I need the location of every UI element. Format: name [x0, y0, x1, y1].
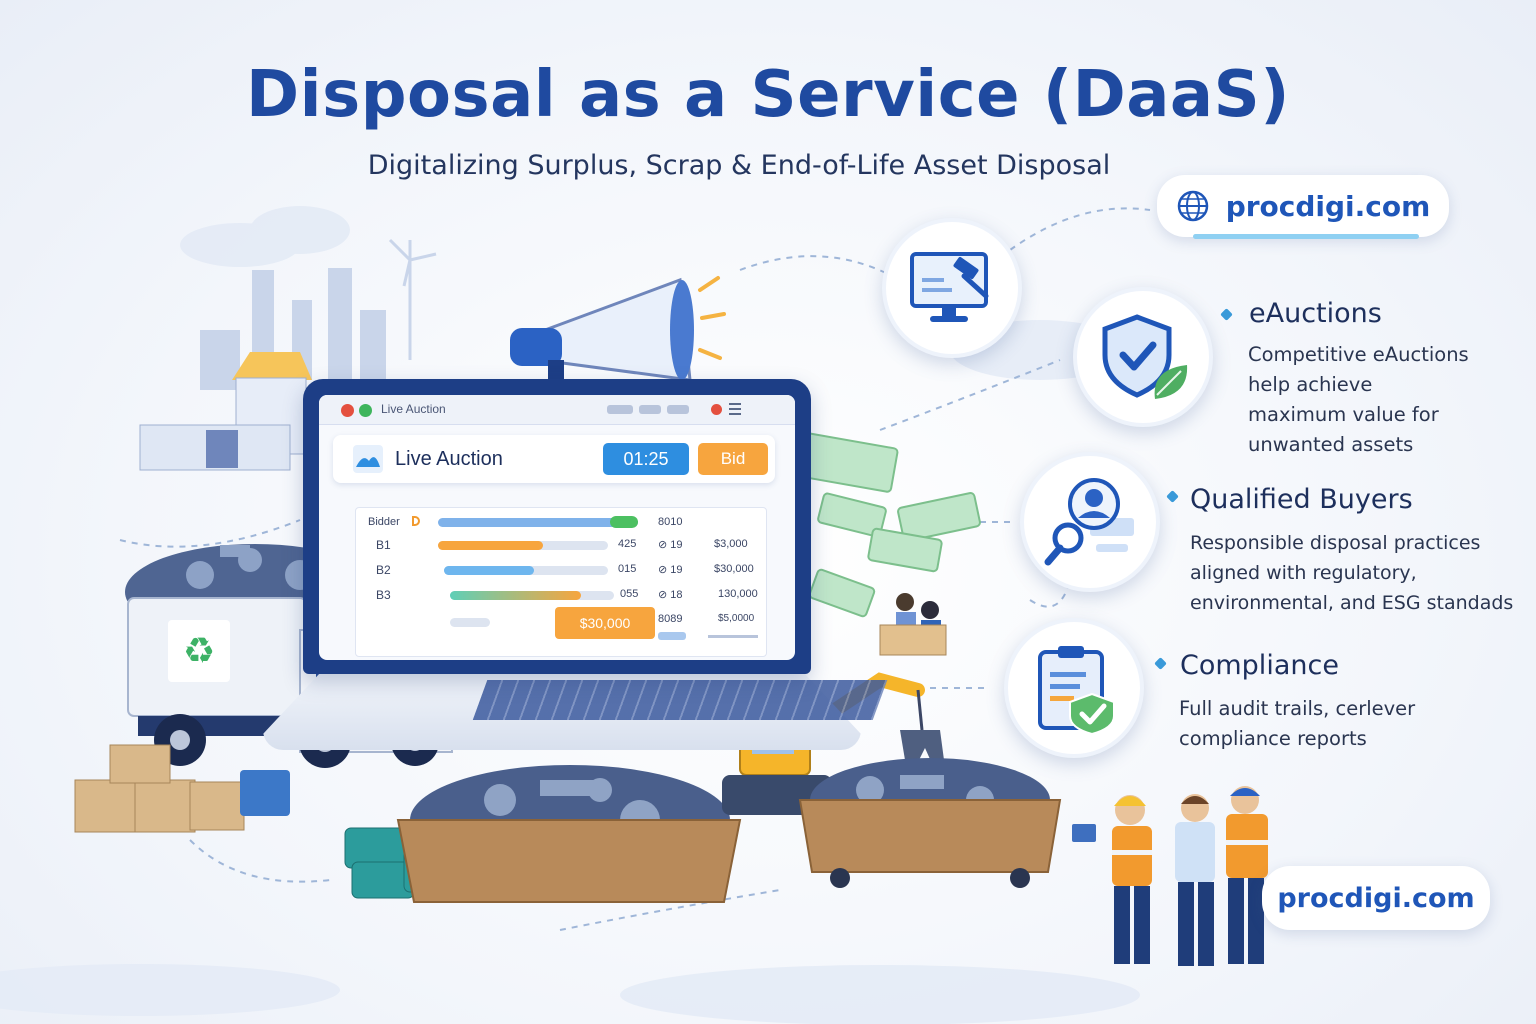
bidder-header: Bidder	[368, 516, 400, 528]
website-link-bottom[interactable]: procdigi.com	[1262, 866, 1490, 930]
row-progress	[438, 541, 608, 550]
feature-title-compliance: Compliance	[1180, 650, 1339, 681]
website-link-top[interactable]: procdigi.com	[1157, 175, 1449, 239]
close-dot-icon[interactable]	[341, 404, 354, 417]
gavel-monitor-icon	[910, 252, 989, 322]
window-titlebar: Live Auction	[319, 395, 795, 425]
auction-timer: 01:25	[603, 443, 689, 475]
website-link-text: procdigi.com	[1225, 189, 1431, 223]
page-title: Disposal as a Service (DaaS)	[246, 58, 1290, 132]
row-bidder: B2	[376, 563, 391, 577]
row-pill[interactable]	[658, 632, 686, 640]
feature-desc-qualified-buyers: Responsible disposal practices aligned w…	[1190, 532, 1514, 614]
row-score: 425	[618, 538, 637, 550]
row-bidder: B1	[376, 538, 391, 552]
toolbar-pill[interactable]	[667, 405, 689, 414]
row-amount: $5,0000	[718, 613, 755, 624]
row-mult: ⊘ 19	[658, 564, 683, 576]
live-auction-card: Live Auction 01:25 Bid	[333, 435, 775, 483]
row-amount: $3,000	[714, 538, 748, 550]
compliance-icon-circle	[1004, 618, 1144, 758]
row-mult: ⊘ 19	[658, 539, 683, 551]
row-progress-fill	[450, 591, 582, 600]
row-score: 015	[618, 563, 637, 575]
shield-check-leaf-icon	[1102, 314, 1188, 399]
laptop-keyboard	[472, 680, 888, 720]
row-score: 8089	[658, 613, 683, 625]
live-auction-label: Live Auction	[395, 448, 503, 470]
header-progress	[438, 518, 638, 527]
row-progress-fill	[438, 541, 544, 550]
header-toggle[interactable]	[610, 516, 638, 528]
row-amount: $30,000	[714, 563, 754, 575]
clipboard-check-icon	[1038, 646, 1115, 736]
magnifier-user-icon	[1044, 478, 1134, 566]
sort-icon[interactable]	[412, 516, 420, 526]
window-title: Live Auction	[381, 402, 446, 416]
toolbar-pill[interactable]	[639, 405, 661, 414]
feature-title-eauctions: eAuctions	[1249, 298, 1382, 329]
row-progress	[444, 566, 608, 575]
row-score: 055	[620, 588, 639, 600]
auction-screen: Live Auction Live Auction 01:25 Bid Bidd…	[319, 395, 795, 660]
bids-table: Bidder 8010 B1 425 ⊘ 19 $3,000 B2 015 ⊘ …	[355, 507, 767, 657]
feature-desc-compliance: Full audit trails, cerlever compliance r…	[1179, 697, 1416, 750]
row-progress-fill	[444, 566, 535, 575]
laptop: Live Auction Live Auction 01:25 Bid Bidd…	[303, 379, 811, 674]
page-subtitle: Digitalizing Surplus, Scrap & End-of-Lif…	[367, 150, 1111, 181]
qualified-buyers-icon-circle	[1020, 452, 1160, 592]
row-amount: 130,000	[718, 588, 758, 600]
menu-icon[interactable]	[729, 403, 741, 415]
website-link-text: procdigi.com	[1277, 882, 1475, 914]
row-line	[708, 635, 758, 638]
eauctions-icon-circle	[1073, 287, 1213, 427]
current-price-tag: $30,000	[555, 607, 655, 639]
svg-text:♻: ♻	[183, 631, 215, 672]
toolbar-pill[interactable]	[607, 405, 633, 414]
column-header: 8010	[658, 516, 683, 528]
auction-monitor-circle	[882, 218, 1022, 358]
row-progress	[450, 618, 490, 627]
row-bidder: B3	[376, 588, 391, 602]
row-mult: ⊘ 18	[658, 589, 683, 601]
bid-button[interactable]: Bid	[698, 443, 768, 475]
feature-desc-eauctions: Competitive eAuctions help achieve maxim…	[1248, 343, 1469, 456]
auction-logo-icon	[353, 445, 383, 473]
record-icon[interactable]	[711, 404, 722, 415]
maximize-dot-icon[interactable]	[359, 404, 372, 417]
feature-title-qualified-buyers: Qualified Buyers	[1190, 484, 1413, 515]
row-progress	[450, 591, 614, 600]
globe-icon	[1177, 190, 1208, 222]
